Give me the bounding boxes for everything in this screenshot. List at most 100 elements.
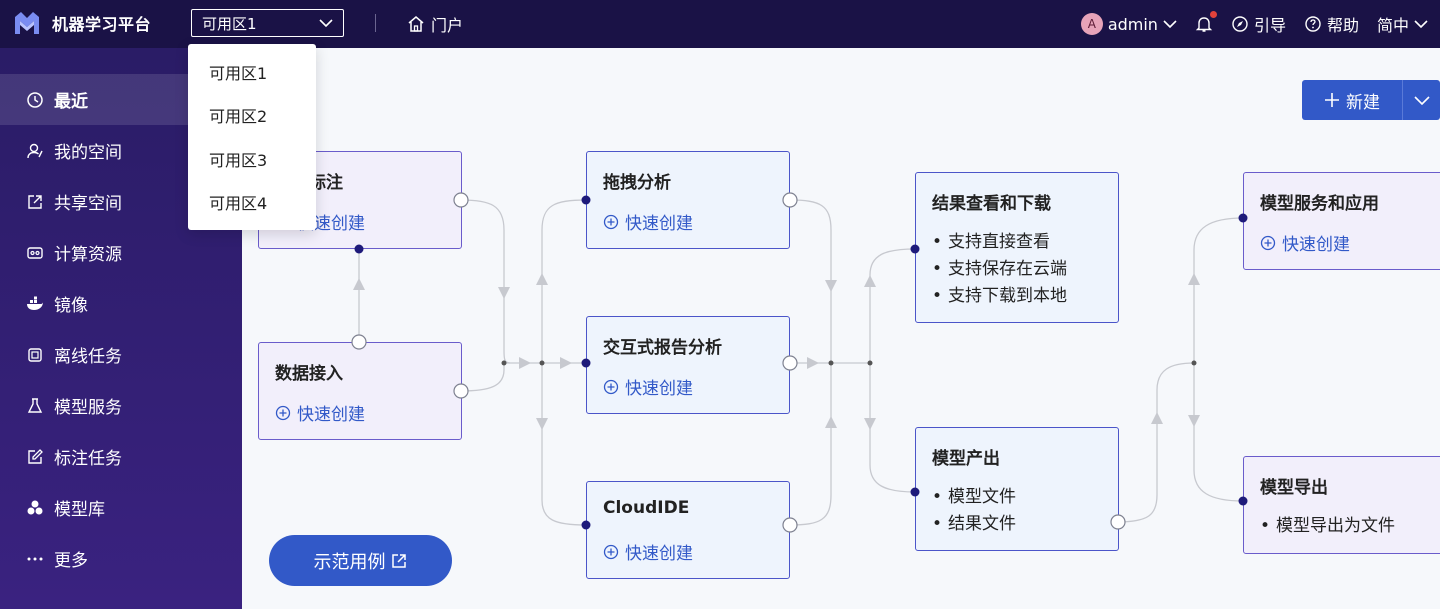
zone-option[interactable]: 可用区2 [209, 107, 268, 127]
sidebar-item-label: 最近 [54, 92, 88, 112]
sidebar-item-label: 模型服务 [54, 398, 122, 418]
node-title: 模型服务和应用 [1260, 194, 1379, 214]
home-icon [408, 16, 424, 32]
node-title: 模型产出 [932, 449, 1000, 469]
bullet-item: 支持直接查看 [932, 229, 1067, 256]
zone-option[interactable]: 可用区4 [209, 194, 268, 214]
flask-icon [26, 397, 44, 415]
bullet-item: 支持保存在云端 [932, 256, 1067, 283]
chevron-down-icon [1163, 20, 1177, 29]
bullet-item: 模型文件 [932, 484, 1016, 511]
node-interactive-report[interactable]: 交互式报告分析 快速创建 [586, 316, 790, 414]
ellipsis-icon [26, 550, 44, 568]
node-result-view[interactable]: 结果查看和下载 支持直接查看 支持保存在云端 支持下载到本地 [915, 172, 1119, 323]
new-button-divider [1402, 80, 1403, 120]
cubes-icon [26, 499, 44, 517]
node-bullets: 支持直接查看 支持保存在云端 支持下载到本地 [932, 229, 1067, 310]
demo-cases-button[interactable]: 示范用例 [269, 535, 452, 586]
node-drag-analysis[interactable]: 拖拽分析 快速创建 [586, 151, 790, 249]
guide-label: 引导 [1253, 16, 1286, 35]
new-dropdown-button[interactable] [1403, 95, 1440, 105]
zone-select-value: 可用区1 [202, 14, 257, 33]
bullet-item: 模型导出为文件 [1260, 513, 1395, 540]
sidebar-item-label: 离线任务 [54, 347, 122, 367]
zone-select[interactable]: 可用区1 [191, 9, 344, 37]
portal-link[interactable]: 门户 [407, 12, 463, 36]
node-model-export[interactable]: 模型导出 模型导出为文件 [1243, 456, 1440, 554]
zone-option[interactable]: 可用区3 [209, 150, 268, 170]
zone-dropdown: 可用区1 可用区2 可用区3 可用区4 [188, 44, 316, 230]
node-bullets: 模型导出为文件 [1260, 513, 1395, 540]
help-label: 帮助 [1326, 16, 1359, 35]
node-title: 交互式报告分析 [603, 338, 722, 358]
sidebar-item-shared-space[interactable]: 共享空间 [0, 176, 242, 227]
sidebar-item-label: 共享空间 [54, 194, 122, 214]
node-title: 模型导出 [1260, 478, 1328, 498]
node-title: CloudIDE [603, 498, 690, 518]
user-menu[interactable]: A admin [1080, 13, 1177, 35]
quick-create-link[interactable]: 快速创建 [603, 209, 693, 234]
server-icon [26, 244, 44, 262]
notification-button[interactable] [1195, 11, 1217, 33]
plus-circle-icon [1260, 235, 1276, 250]
new-button[interactable]: 新建 [1302, 88, 1402, 113]
node-cloud-ide[interactable]: CloudIDE 快速创建 [586, 481, 790, 579]
chip-icon [26, 346, 44, 364]
sidebar-item-my-space[interactable]: 我的空间 [0, 125, 242, 176]
platform-title: 机器学习平台 [52, 15, 152, 34]
quick-create-link[interactable]: 快速创建 [603, 374, 693, 399]
avatar: A [1080, 13, 1103, 35]
node-title: 拖拽分析 [603, 173, 671, 193]
sidebar-item-label: 标注任务 [54, 449, 122, 469]
language-label: 简中 [1376, 16, 1409, 35]
compass-icon [1232, 16, 1248, 32]
platform-logo-icon [15, 12, 39, 34]
user-icon [26, 142, 44, 160]
quick-create-link[interactable]: 快速创建 [275, 400, 365, 425]
brand[interactable]: 机器学习平台 [12, 8, 151, 38]
quick-create-link[interactable]: 快速创建 [1260, 230, 1350, 255]
sidebar-item-more[interactable]: 更多 [0, 533, 242, 584]
sidebar-item-label: 模型库 [54, 500, 105, 520]
clock-icon [26, 91, 44, 109]
plus-icon [1325, 93, 1339, 107]
language-select[interactable]: 简中 [1377, 12, 1428, 36]
demo-cases-label: 示范用例 [313, 551, 386, 573]
bell-icon [1195, 17, 1213, 32]
sidebar-item-image[interactable]: 镜像 [0, 278, 242, 329]
node-model-output[interactable]: 模型产出 模型文件 结果文件 [915, 427, 1119, 551]
sidebar-item-label: 计算资源 [54, 245, 122, 265]
user-name: admin [1107, 14, 1158, 34]
edit-icon [26, 448, 44, 466]
help-link[interactable]: 帮助 [1304, 12, 1359, 36]
plus-circle-icon [603, 544, 619, 559]
sidebar-item-model-repo[interactable]: 模型库 [0, 482, 242, 533]
sidebar-item-model-service[interactable]: 模型服务 [0, 380, 242, 431]
top-bar: 机器学习平台 可用区1 门户 A admin 引导 帮助 简中 [0, 0, 1440, 48]
bullet-item: 支持下载到本地 [932, 283, 1067, 310]
zone-option[interactable]: 可用区1 [209, 63, 268, 83]
new-button-label: 新建 [1346, 92, 1380, 113]
plus-circle-icon [603, 379, 619, 394]
new-button-group: 新建 [1302, 80, 1440, 120]
external-link-icon [391, 553, 406, 568]
share-icon [26, 193, 44, 211]
node-title: 结果查看和下载 [932, 194, 1051, 214]
notification-dot [1209, 11, 1217, 18]
sidebar-item-compute[interactable]: 计算资源 [0, 227, 242, 278]
sidebar-item-label-task[interactable]: 标注任务 [0, 431, 242, 482]
question-icon [1305, 16, 1321, 32]
sidebar-item-label: 我的空间 [54, 143, 122, 163]
quick-create-link[interactable]: 快速创建 [603, 539, 693, 564]
portal-label: 门户 [431, 16, 464, 35]
sidebar-item-offline-task[interactable]: 离线任务 [0, 329, 242, 380]
sidebar-item-label: 镜像 [54, 296, 88, 316]
docker-icon [26, 295, 44, 313]
topbar-divider [375, 14, 376, 32]
guide-link[interactable]: 引导 [1231, 12, 1286, 36]
bullet-item: 结果文件 [932, 511, 1016, 538]
chevron-down-icon [1413, 96, 1430, 105]
plus-circle-icon [603, 214, 619, 229]
